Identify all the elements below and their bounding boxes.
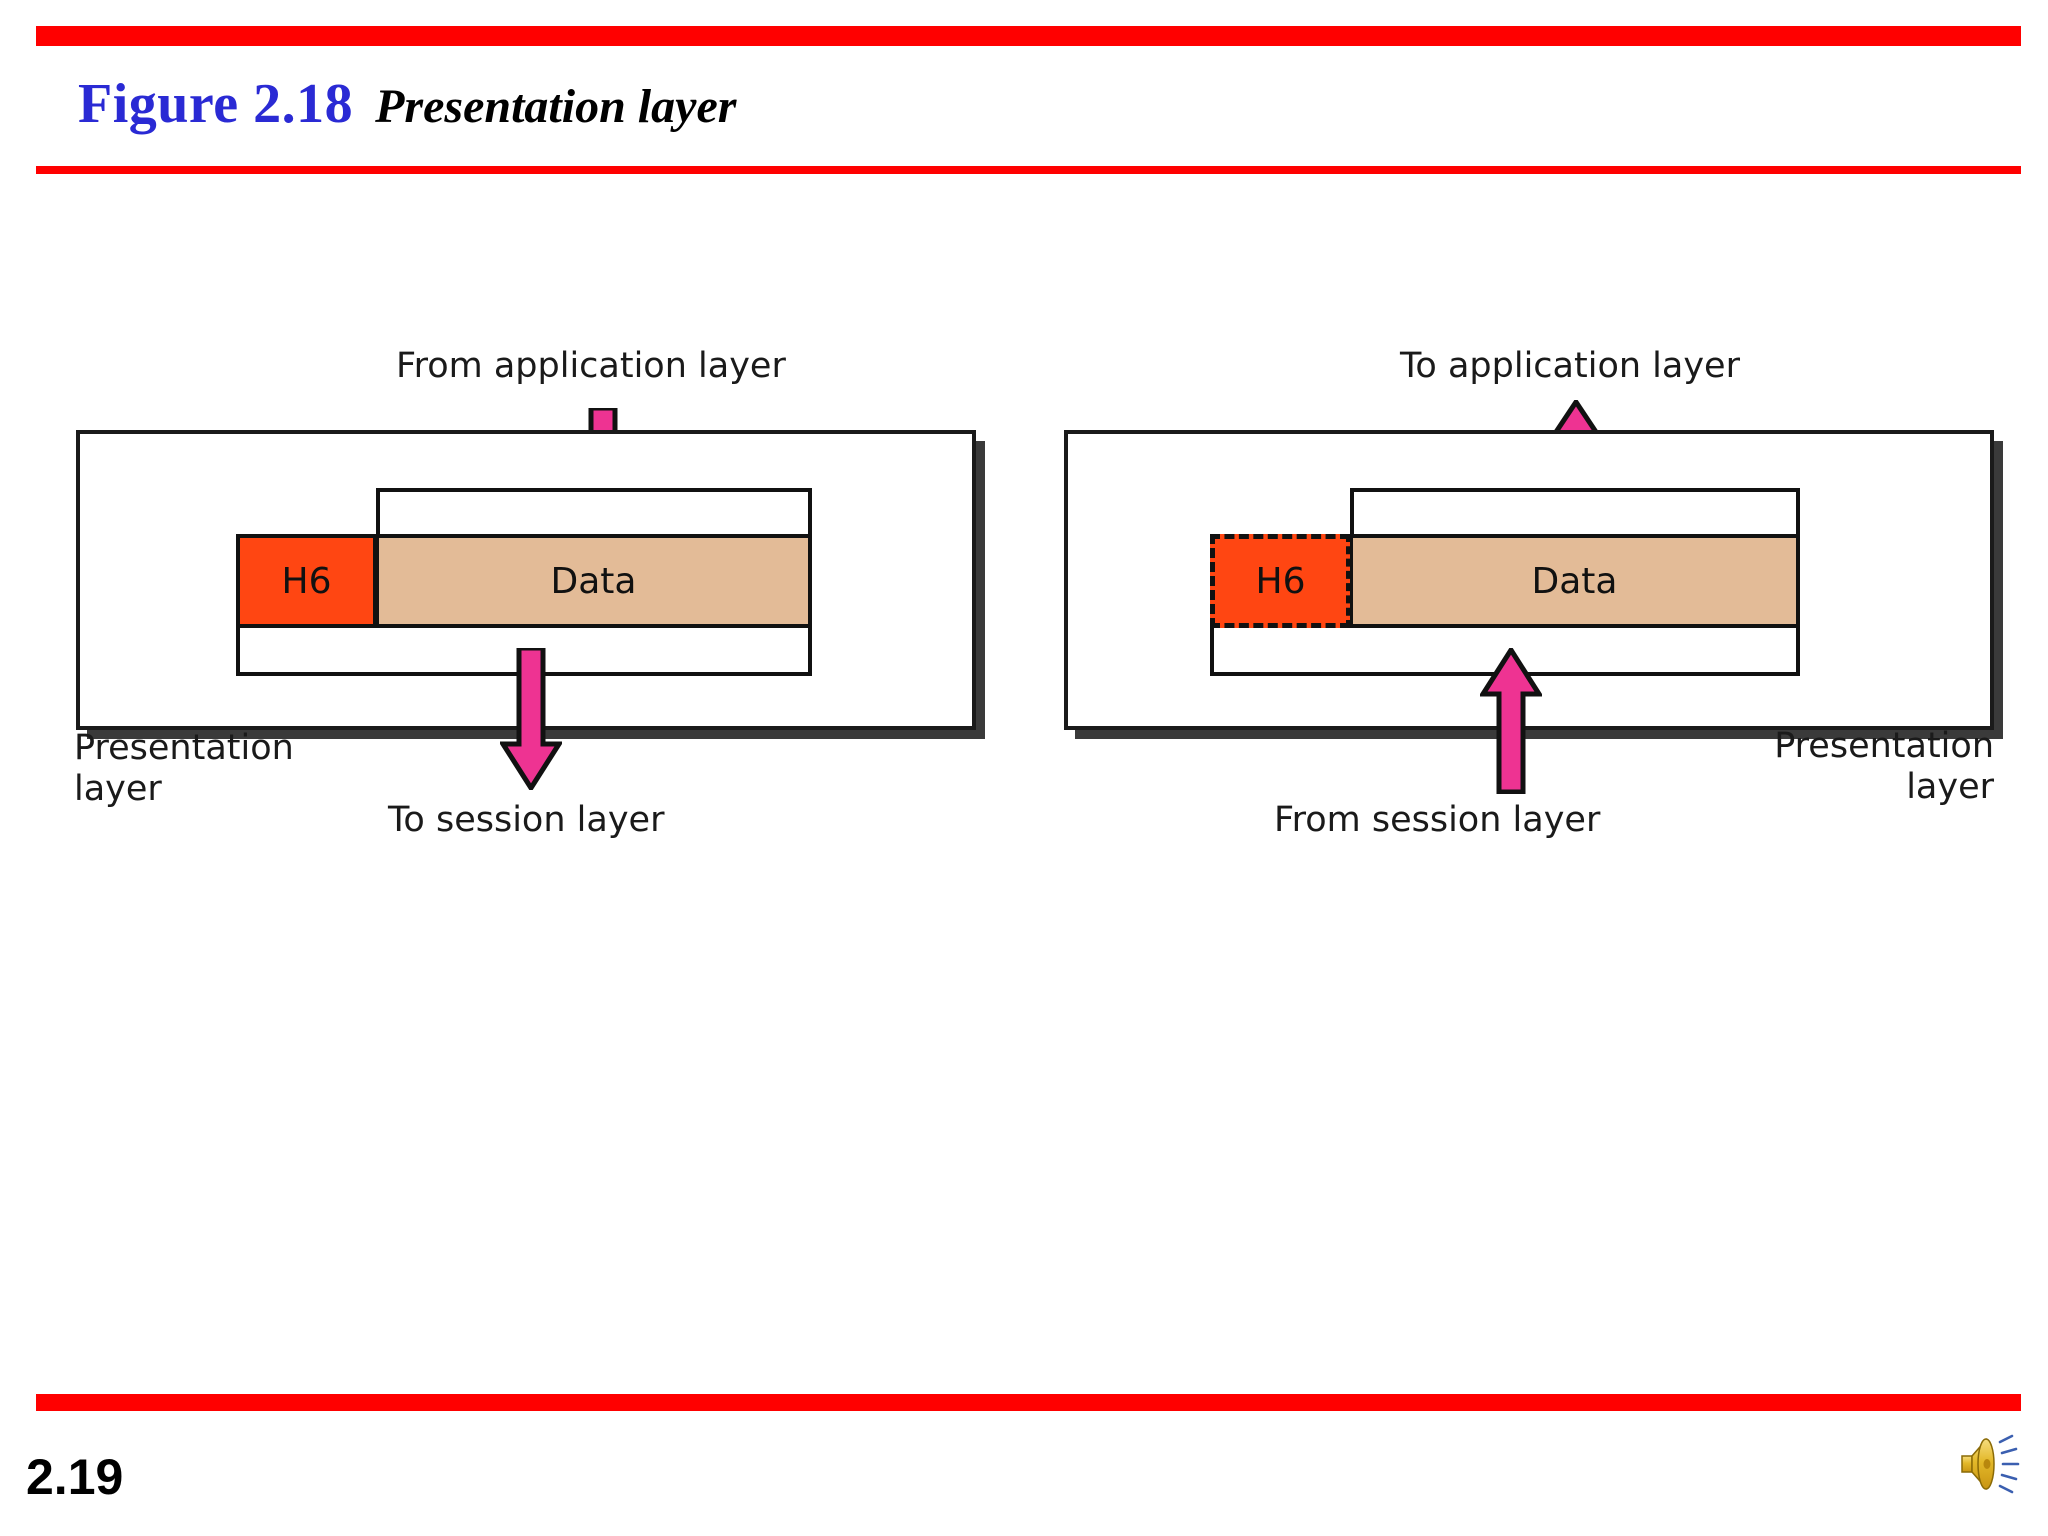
presentation-layer-diagram: From application layer H6 Data Presentat… <box>0 300 2048 1100</box>
speaker-icon[interactable] <box>1952 1428 2038 1500</box>
arrow-to-session-layer-down <box>500 648 562 790</box>
figure-label: Figure 2.18 <box>78 73 354 135</box>
right-packet-header: H6 <box>1210 534 1350 628</box>
right-top-caption: To application layer <box>1400 346 1740 386</box>
left-upper-bracket <box>376 488 812 536</box>
right-layer-label: Presentation layer <box>1580 726 1994 809</box>
top-red-rule <box>36 26 2021 46</box>
right-upper-bracket <box>1350 488 1800 536</box>
title-underline-red-rule <box>36 166 2021 174</box>
right-packet-payload: Data <box>1350 534 1800 628</box>
left-packet-payload: Data <box>376 534 812 628</box>
left-layer-label-line1: Presentation <box>74 728 294 768</box>
right-layer-label-line1: Presentation <box>1774 726 1994 766</box>
left-layer-label: Presentation layer <box>74 728 294 811</box>
bottom-red-rule <box>36 1394 2021 1411</box>
left-packet-header: H6 <box>236 534 376 628</box>
page-number: 2.19 <box>26 1449 124 1505</box>
right-layer-label-line2: layer <box>1906 767 1994 808</box>
left-layer-label-line2: layer <box>74 769 162 810</box>
left-bottom-caption: To session layer <box>388 800 665 840</box>
left-packet: H6 Data <box>236 534 812 628</box>
arrow-from-session-layer-up <box>1480 648 1542 794</box>
page-title: Figure 2.18 Presentation layer <box>78 72 736 136</box>
right-packet: H6 Data <box>1210 534 1800 628</box>
left-top-caption: From application layer <box>396 346 786 386</box>
figure-subject: Presentation layer <box>375 80 737 133</box>
right-bottom-caption: From session layer <box>1274 800 1601 840</box>
